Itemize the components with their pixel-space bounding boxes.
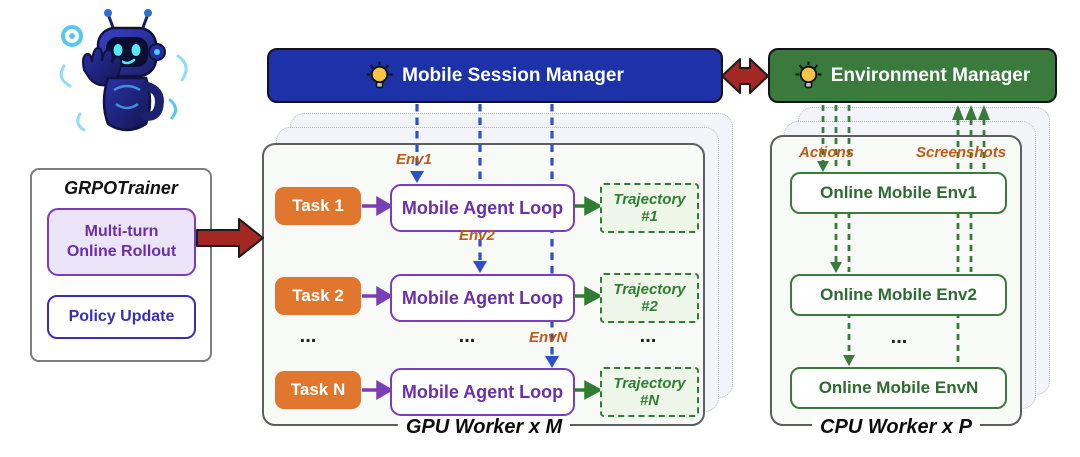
mobile-session-manager-label: Mobile Session Manager xyxy=(402,64,624,86)
loop-to-trajectory-arrows xyxy=(572,196,603,400)
trajectory-2-line1: Trajectory xyxy=(613,280,686,298)
envn-label: EnvN xyxy=(529,329,568,346)
screenshots-arrowheads xyxy=(952,105,990,120)
task-1-box: Task 1 xyxy=(275,187,361,225)
trajectory-1-box: Trajectory #1 xyxy=(600,183,699,233)
gpu-ellipsis-right: ... xyxy=(639,325,657,347)
online-mobile-env1-box: Online Mobile Env1 xyxy=(790,172,1007,214)
lightbulb-icon xyxy=(795,61,822,89)
actions-label: Actions xyxy=(799,144,855,161)
trajectory-n-line1: Trajectory xyxy=(613,374,686,392)
trajectory-n-line2: #N xyxy=(639,392,660,409)
mobile-agent-loop-2-box: Mobile Agent Loop xyxy=(390,274,575,322)
env-dispatch-arrowheads xyxy=(410,171,559,368)
rollout-line1: Multi-turn xyxy=(84,223,159,240)
mobile-agent-loop-1-box: Mobile Agent Loop xyxy=(390,184,575,232)
gpu-worker-footer: GPU Worker x M xyxy=(397,416,571,439)
gpu-ellipsis-left: ... xyxy=(299,325,317,347)
trajectory-1-line1: Trajectory xyxy=(613,190,686,208)
env1-label: Env1 xyxy=(396,151,432,168)
screenshots-label: Screenshots xyxy=(916,144,1007,161)
task-2-box: Task 2 xyxy=(275,277,361,315)
environment-manager-bar: Environment Manager xyxy=(768,48,1057,103)
actions-lines xyxy=(821,105,851,355)
online-mobile-env2-box: Online Mobile Env2 xyxy=(790,274,1007,316)
online-mobile-envn-box: Online Mobile EnvN xyxy=(790,367,1007,409)
trajectory-2-line2: #2 xyxy=(641,298,658,315)
gpu-ellipsis-middle: ... xyxy=(458,325,476,347)
robot-mascot-image xyxy=(59,9,188,132)
env2-label: Env2 xyxy=(459,227,495,244)
actions-arrowheads xyxy=(817,161,855,366)
grpo-trainer-box: GRPOTrainer Multi-turn Online Rollout Po… xyxy=(30,168,212,362)
policy-update-box: Policy Update xyxy=(47,295,196,339)
grpo-trainer-title: GRPOTrainer xyxy=(64,178,178,198)
cpu-ellipsis: ... xyxy=(890,326,908,348)
trajectory-n-box: Trajectory #N xyxy=(600,367,699,417)
task-n-box: Task N xyxy=(275,371,361,409)
screenshots-lines xyxy=(956,119,986,365)
multi-turn-online-rollout-box: Multi-turn Online Rollout xyxy=(47,208,196,276)
manager-link-arrow xyxy=(721,58,769,94)
environment-manager-label: Environment Manager xyxy=(830,64,1031,86)
trajectory-1-line2: #1 xyxy=(641,208,658,225)
mobile-session-manager-bar: Mobile Session Manager xyxy=(267,48,723,103)
lightbulb-icon xyxy=(366,61,393,89)
task-to-loop-arrows xyxy=(362,195,394,401)
mobile-agent-loop-n-box: Mobile Agent Loop xyxy=(390,368,575,416)
rollout-dispatch-arrow xyxy=(196,218,264,258)
trajectory-2-box: Trajectory #2 xyxy=(600,273,699,323)
rollout-line2: Online Rollout xyxy=(66,243,177,260)
cpu-worker-footer: CPU Worker x P xyxy=(812,416,980,439)
